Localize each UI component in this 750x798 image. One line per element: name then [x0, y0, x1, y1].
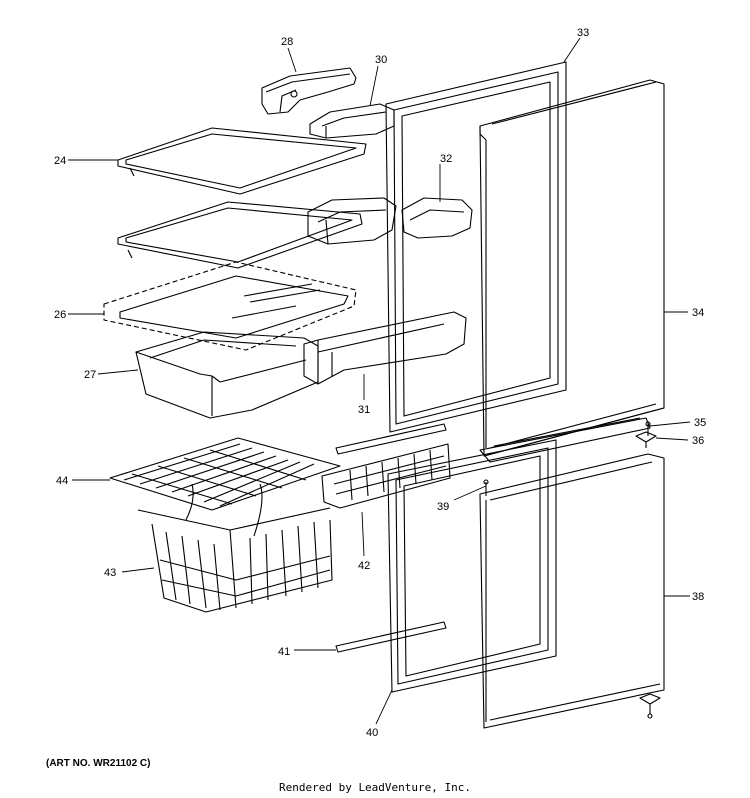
- part-41-bottom-strip: [335, 621, 447, 653]
- callout-41: 41: [278, 646, 290, 658]
- part-34-fresh-food-door: [479, 79, 665, 457]
- part-40-freezer-gasket: [387, 439, 557, 693]
- callout-32: 32: [440, 153, 452, 165]
- callout-36: 36: [692, 435, 704, 447]
- part-33-door-gasket: [385, 61, 567, 433]
- part-38-freezer-door: [479, 453, 665, 729]
- callout-labels: 24 26 27 28 30 31 32 33 34 35 36 38 39 4…: [54, 27, 706, 739]
- art-number: (ART NO. WR21102 C): [46, 758, 151, 769]
- part-31-large-door-bin: [303, 311, 467, 385]
- callout-38: 38: [692, 591, 704, 603]
- part-27-crisper-drawer: [135, 331, 319, 419]
- part-26-crisper-cover-group: [103, 261, 357, 351]
- callout-26: 26: [54, 309, 66, 321]
- part-44-wire-shelf: [109, 437, 341, 511]
- callout-31: 31: [358, 404, 370, 416]
- callout-44: 44: [56, 475, 68, 487]
- part-32-door-bins: [307, 197, 473, 245]
- part-30-door-bin: [309, 103, 395, 139]
- callout-40: 40: [366, 727, 378, 739]
- callout-39: 39: [437, 501, 449, 513]
- divider-strip: [335, 417, 651, 463]
- callout-42: 42: [358, 560, 370, 572]
- part-39-pin: [483, 479, 489, 496]
- part-43-wire-basket: [137, 483, 333, 613]
- callout-30: 30: [375, 54, 387, 66]
- callout-28: 28: [281, 36, 293, 48]
- part-24-glass-shelf: [117, 127, 367, 195]
- callout-33: 33: [577, 27, 589, 39]
- part-36-hinge-bracket: [635, 431, 657, 448]
- render-credit: Rendered by LeadVenture, Inc.: [278, 781, 472, 794]
- callout-27: 27: [84, 369, 96, 381]
- callout-24: 24: [54, 155, 66, 167]
- glass-shelf-2: [117, 201, 363, 269]
- bottom-hinge: [639, 693, 661, 719]
- part-35-hinge-pin: [645, 421, 651, 436]
- callout-35: 35: [694, 417, 706, 429]
- part-28-cover: [261, 67, 357, 115]
- callout-43: 43: [104, 567, 116, 579]
- callout-34: 34: [692, 307, 704, 319]
- leader-lines: [68, 37, 691, 725]
